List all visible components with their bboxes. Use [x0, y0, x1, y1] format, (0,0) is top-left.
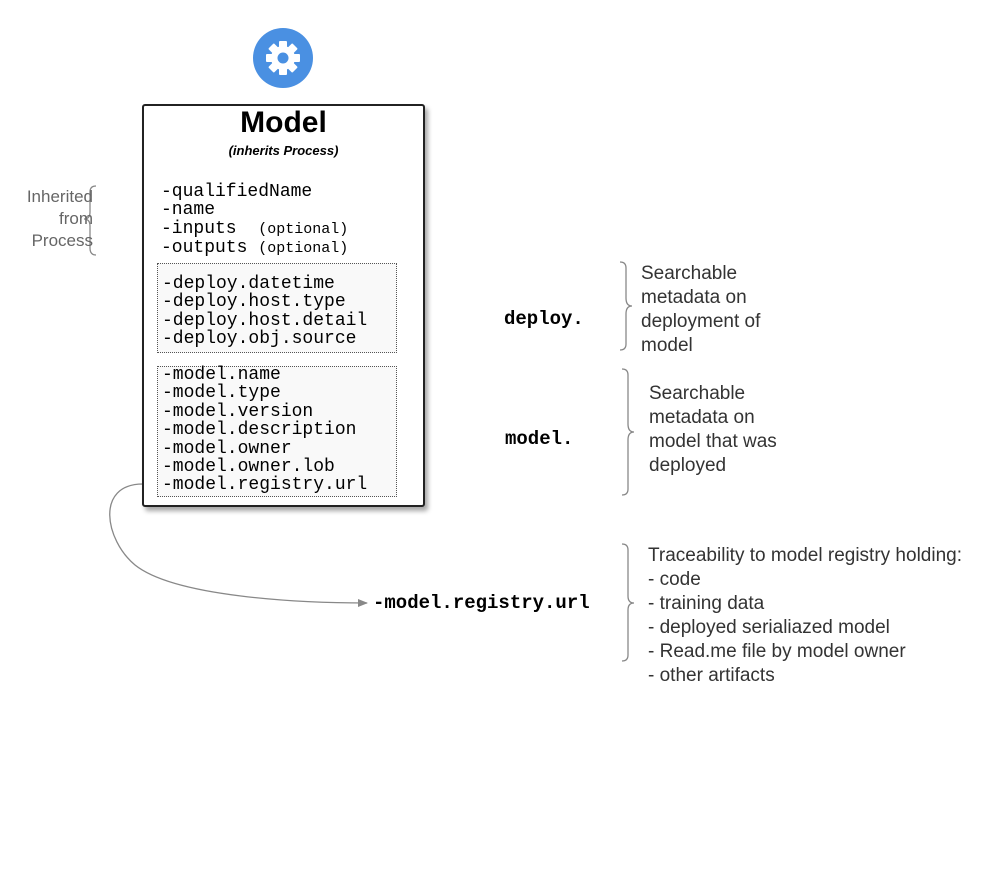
model-title: Model	[240, 106, 327, 139]
registry-url-label: -model.registry.url	[373, 592, 590, 614]
attr-qualifiedName: -qualifiedName	[161, 182, 313, 202]
attr-model-type: -model.type	[162, 383, 281, 404]
attr-deploy-datetime: -deploy.datetime	[162, 274, 335, 294]
attr-model-description: -model.description	[162, 420, 357, 441]
attr-deploy-obj-source: -deploy.obj.source	[162, 329, 357, 350]
optional-tag: (optional)	[258, 220, 349, 238]
optional-tag: (optional)	[258, 240, 349, 258]
deploy-brace	[619, 261, 633, 351]
inherited-label: Inherited from Process	[26, 187, 93, 250]
attr-model-name: -model.name	[162, 365, 281, 385]
attr-model-registry-url: -model.registry.url	[162, 475, 368, 496]
attr-inputs: -inputs (optional)	[161, 218, 349, 239]
deploy-prefix-label: deploy.	[504, 308, 584, 330]
attr-model-owner: -model.owner	[162, 438, 292, 459]
registry-note: Traceability to model registry holding: …	[648, 545, 962, 686]
attr-model-version: -model.version	[162, 401, 314, 422]
attr-deploy-host-detail: -deploy.host.detail	[162, 310, 368, 331]
registry-connector	[109, 483, 368, 607]
inherited-attributes: -qualifiedName -name -inputs (optional) …	[161, 183, 348, 259]
attr-name: -name	[161, 200, 216, 221]
attr-deploy-host-type: -deploy.host.type	[162, 292, 346, 313]
attr-outputs: -outputs (optional)	[161, 238, 349, 259]
model-note: Searchable metadata on model that was de…	[649, 383, 777, 476]
attr-model-owner-lob: -model.owner.lob	[162, 457, 335, 478]
model-brace	[621, 368, 635, 496]
model-attributes-group: -model.name -model.type -model.version -…	[157, 366, 397, 497]
deploy-note: Searchable metadata on deployment of mod…	[641, 263, 761, 356]
deploy-attributes-group: -deploy.datetime -deploy.host.type -depl…	[157, 263, 397, 353]
inherited-brace	[83, 185, 97, 256]
model-class-box: Model (inherits Process) -qualifiedName …	[142, 104, 425, 507]
gear-icon	[253, 28, 313, 88]
model-subtitle: (inherits Process)	[228, 143, 339, 158]
registry-brace	[621, 543, 635, 662]
model-prefix-label: model.	[505, 428, 574, 450]
